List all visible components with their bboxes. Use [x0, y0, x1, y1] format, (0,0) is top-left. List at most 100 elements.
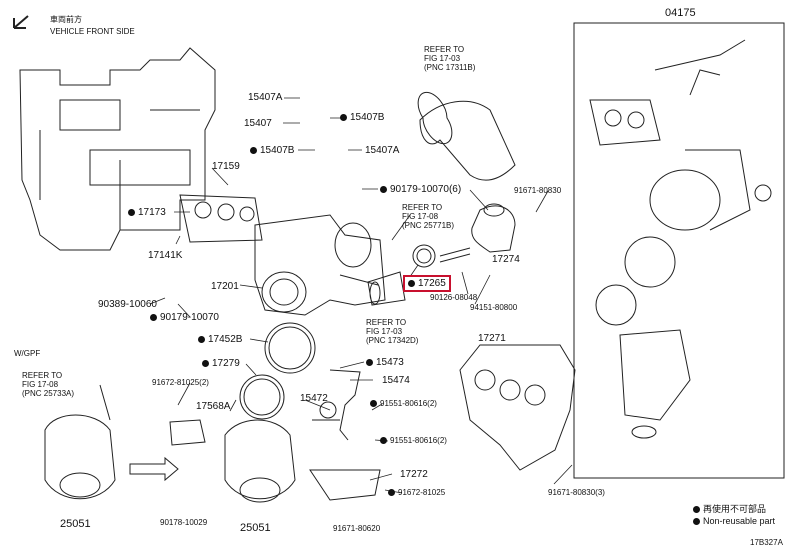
part-number: 90179-10070(6) [390, 184, 462, 195]
non-reusable-marker-icon [388, 489, 395, 497]
non-reusable-marker-icon [380, 437, 387, 445]
part-label-17141K[interactable]: 17141K [148, 250, 183, 261]
part-label-17272[interactable]: 17272 [400, 469, 428, 480]
part-label-15407A-low[interactable]: 15407A [365, 145, 400, 156]
ref-line: (PNC 17342D) [366, 336, 419, 345]
part-number: 17265 [418, 278, 446, 289]
part-label-17452B[interactable]: 17452B [198, 334, 242, 345]
part-label-15407B-left[interactable]: 15407B [250, 145, 294, 156]
non-reusable-marker-icon [370, 400, 377, 408]
variant-label: W/GPF [14, 349, 41, 358]
assembly-turbo-drawing [589, 39, 751, 439]
part-label-90178[interactable]: 90178-10029 [160, 518, 208, 527]
legend-cjk: 再使用不可部品 [693, 504, 766, 514]
ref-note-17311B[interactable]: REFER TO FIG 17-03 (PNC 17311B) [424, 45, 475, 72]
part-label-90179-6[interactable]: 90179-10070(6) [380, 184, 461, 195]
part-number: 15407B [260, 145, 295, 156]
gasket-17279-drawing [239, 374, 285, 420]
non-reusable-marker-icon [693, 506, 700, 514]
ref-note-25771B[interactable]: REFER TO FIG 17-08 (PNC 25771B) [402, 203, 454, 230]
part-label-90389[interactable]: 90389-10060 [98, 299, 157, 310]
part-number: 17452B [208, 334, 243, 345]
part-label-15474[interactable]: 15474 [382, 375, 410, 386]
ref-line: REFER TO [424, 45, 465, 54]
ref-line: (PNC 25733A) [22, 389, 75, 398]
ref-note-17342D[interactable]: REFER TO FIG 17-03 (PNC 17342D) [366, 318, 418, 345]
non-reusable-marker-icon [202, 359, 209, 367]
part-label-91671[interactable]: 91671-80620 [333, 524, 381, 533]
part-label-17271[interactable]: 17271 [478, 333, 506, 344]
part-label-17279[interactable]: 17279 [202, 358, 240, 369]
oil-pipe-drawing [312, 369, 361, 441]
ref-line: (PNC 25771B) [402, 221, 455, 230]
part-label-15473[interactable]: 15473 [366, 357, 404, 368]
ref-line: FIG 17-08 [22, 380, 59, 389]
non-reusable-marker-icon [693, 518, 700, 526]
part-number: 91672-81025 [398, 488, 446, 497]
part-label-17201[interactable]: 17201 [211, 281, 239, 292]
part-label-91672-2[interactable]: 91672-81025(2) [152, 378, 209, 387]
part-label-17274[interactable]: 17274 [492, 254, 520, 265]
part-label-91671-80830[interactable]: 91671-80830 [514, 186, 562, 195]
elbow-17274-drawing [471, 203, 516, 253]
part-label-90179[interactable]: 90179-10070 [150, 312, 219, 323]
diagram-id: 17B327A [750, 538, 783, 547]
converter-left-drawing [44, 384, 116, 500]
transition-arrow-shape [129, 456, 179, 482]
non-reusable-marker-icon [250, 146, 257, 154]
part-label-91671-80830-3[interactable]: 91671-80830(3) [548, 488, 605, 497]
ref-line: REFER TO [22, 371, 63, 380]
ref-line: (PNC 17311B) [424, 63, 476, 72]
non-reusable-marker-icon [340, 113, 347, 121]
vehicle-front-label: VEHICLE FRONT SIDE [50, 27, 135, 36]
assembly-box [573, 22, 785, 479]
legend-text: 再使用不可部品 [703, 504, 767, 514]
part-label-15407[interactable]: 15407 [244, 118, 272, 129]
ref-line: REFER TO [366, 318, 407, 327]
part-label-25051-left[interactable]: 25051 [60, 518, 91, 530]
part-number: 91551-80616(2) [380, 399, 437, 408]
non-reusable-marker-icon [128, 208, 135, 216]
non-reusable-marker-icon [150, 313, 157, 321]
part-label-17159[interactable]: 17159 [212, 161, 240, 172]
non-reusable-marker-icon [408, 279, 415, 287]
part-04175-label[interactable]: 04175 [665, 7, 696, 19]
part-label-17265[interactable]: 17265 [403, 275, 451, 292]
part-label-91672[interactable]: 91672-81025 [388, 488, 445, 497]
part-number: 91551-80616(2) [390, 436, 447, 445]
part-label-17568A[interactable]: 17568A [196, 401, 231, 412]
legend-text: Non-reusable part [703, 516, 776, 526]
part-label-15407A-top[interactable]: 15407A [248, 92, 283, 103]
part-label-25051-right[interactable]: 25051 [240, 522, 271, 534]
part-label-94151[interactable]: 94151-80800 [470, 303, 518, 312]
engine-block-drawing [19, 47, 216, 251]
ref-note-25733A[interactable]: REFER TO FIG 17-08 (PNC 25733A) [22, 371, 74, 398]
part-label-17173[interactable]: 17173 [128, 207, 166, 218]
part-label-91551-left[interactable]: 91551-80616(2) [380, 436, 447, 445]
ref-line: FIG 17-08 [402, 212, 439, 221]
part-label-15472[interactable]: 15472 [300, 393, 328, 404]
part-number: 17279 [212, 358, 240, 369]
turbocharger-drawing [254, 214, 386, 316]
part-number: 15407B [350, 112, 385, 123]
non-reusable-marker-icon [366, 358, 373, 366]
ref-line: REFER TO [402, 203, 443, 212]
converter-right-drawing [224, 419, 296, 503]
part-label-90126[interactable]: 90126-08048 [430, 293, 478, 302]
gasket-17265-drawing [412, 244, 436, 268]
part-number: 17173 [138, 207, 166, 218]
heat-insulator-drawing [179, 194, 263, 243]
non-reusable-marker-icon [380, 185, 387, 193]
vehicle-front-label-cjk: 車両前方 [50, 15, 82, 24]
part-label-91551-right[interactable]: 91551-80616(2) [370, 399, 437, 408]
air-pipe-drawing [417, 91, 516, 181]
bracket-drawing [309, 469, 381, 501]
part-label-15407B-right[interactable]: 15407B [340, 112, 384, 123]
exhaust-manifold-drawing [459, 344, 576, 471]
ref-line: FIG 17-03 [424, 54, 461, 63]
clamp-17452B-drawing [264, 322, 316, 374]
legend-non-reusable: Non-reusable part [693, 516, 775, 526]
ref-line: FIG 17-03 [366, 327, 403, 336]
part-number: 15473 [376, 357, 404, 368]
